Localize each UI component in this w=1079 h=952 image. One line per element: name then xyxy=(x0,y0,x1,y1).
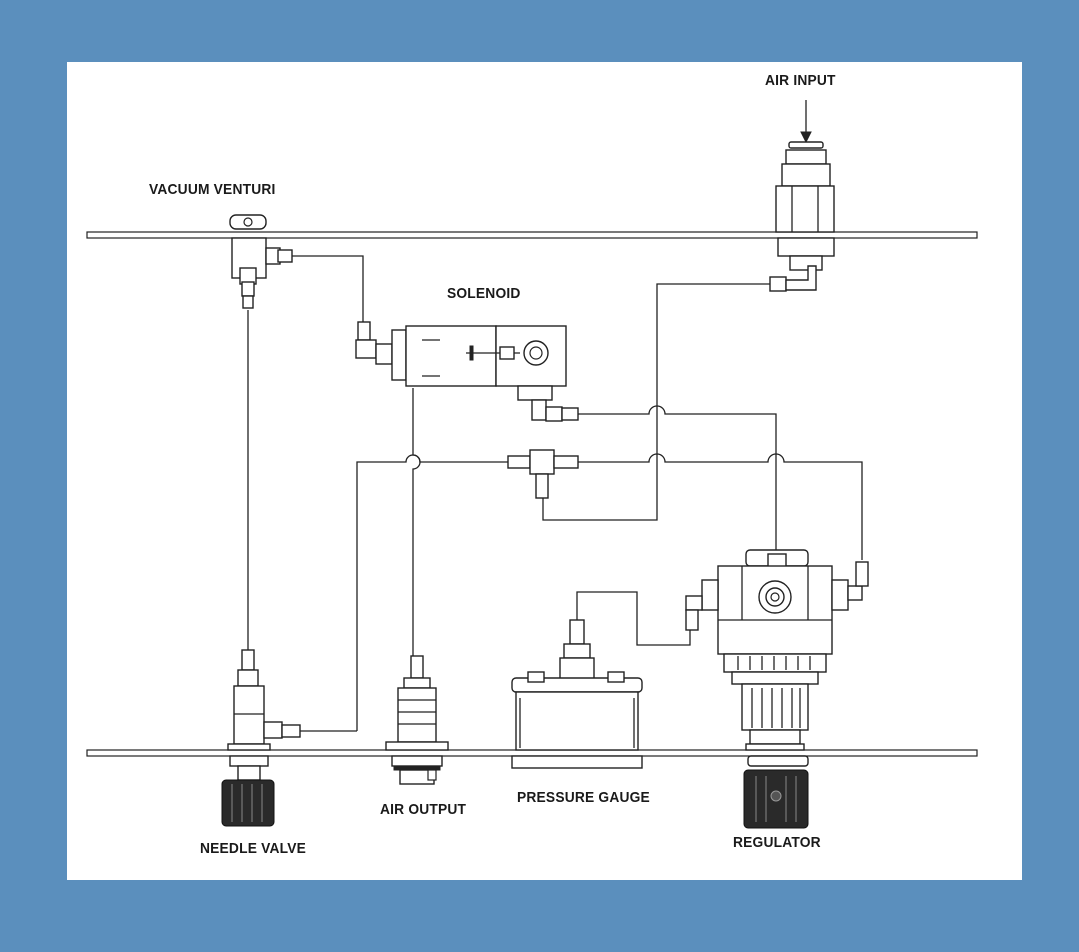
label-pressure-gauge: PRESSURE GAUGE xyxy=(517,789,650,806)
label-air-input: AIR INPUT xyxy=(765,72,836,89)
label-air-output: AIR OUTPUT xyxy=(380,801,467,818)
tube-venturi-to-solenoid xyxy=(292,255,364,325)
needle-valve xyxy=(221,649,301,827)
tube-solenoid-to-regulator xyxy=(578,405,777,560)
pneumatic-diagram xyxy=(86,100,978,829)
pressure-gauge xyxy=(511,619,643,769)
regulator xyxy=(685,549,869,829)
tube-gauge-to-regulator xyxy=(576,591,691,646)
air-input-arrowhead xyxy=(800,131,812,144)
tubing xyxy=(247,100,863,732)
tube-tee-bus xyxy=(356,454,508,731)
vacuum-venturi xyxy=(229,214,293,309)
solenoid-valve xyxy=(355,321,579,422)
label-solenoid: SOLENOID xyxy=(447,285,521,302)
air-output-fitting xyxy=(385,655,449,785)
bottom-mounting-plate xyxy=(86,749,978,757)
top-mounting-plate xyxy=(86,231,978,239)
tee-fitting xyxy=(507,449,579,499)
label-regulator: REGULATOR xyxy=(733,834,821,851)
label-needle-valve: NEEDLE VALVE xyxy=(200,840,306,857)
tube-solenoid-to-air-output xyxy=(412,388,421,656)
tube-air-input-to-tee xyxy=(542,283,770,521)
air-input-fitting xyxy=(769,141,835,292)
tube-tee-bus-right xyxy=(578,453,863,560)
diagram-panel: AIR INPUT VACUUM VENTURI SOLENOID NEEDLE… xyxy=(67,62,1022,880)
label-vacuum-venturi: VACUUM VENTURI xyxy=(149,181,276,198)
